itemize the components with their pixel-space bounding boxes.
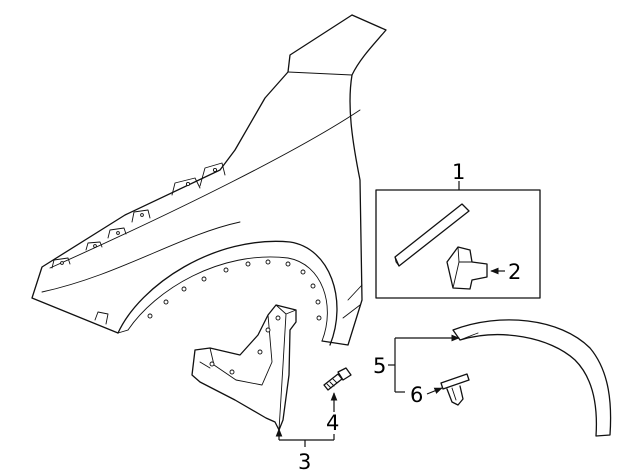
mud-flap [191,304,297,431]
callout-6: 6 [410,383,423,407]
callout-2: 2 [508,260,521,284]
callouts: 1 2 3 4 5 6 [298,160,521,471]
leader-lines [275,181,505,447]
fender-panel [31,14,387,346]
callout-3: 3 [298,450,311,471]
wheel-arch-molding [452,319,612,437]
callout-4: 4 [326,411,339,435]
callout-5: 5 [373,354,386,378]
bolt [323,367,352,391]
retainer-clip [440,373,470,406]
callout-1: 1 [452,160,465,184]
inset-box [375,189,541,299]
